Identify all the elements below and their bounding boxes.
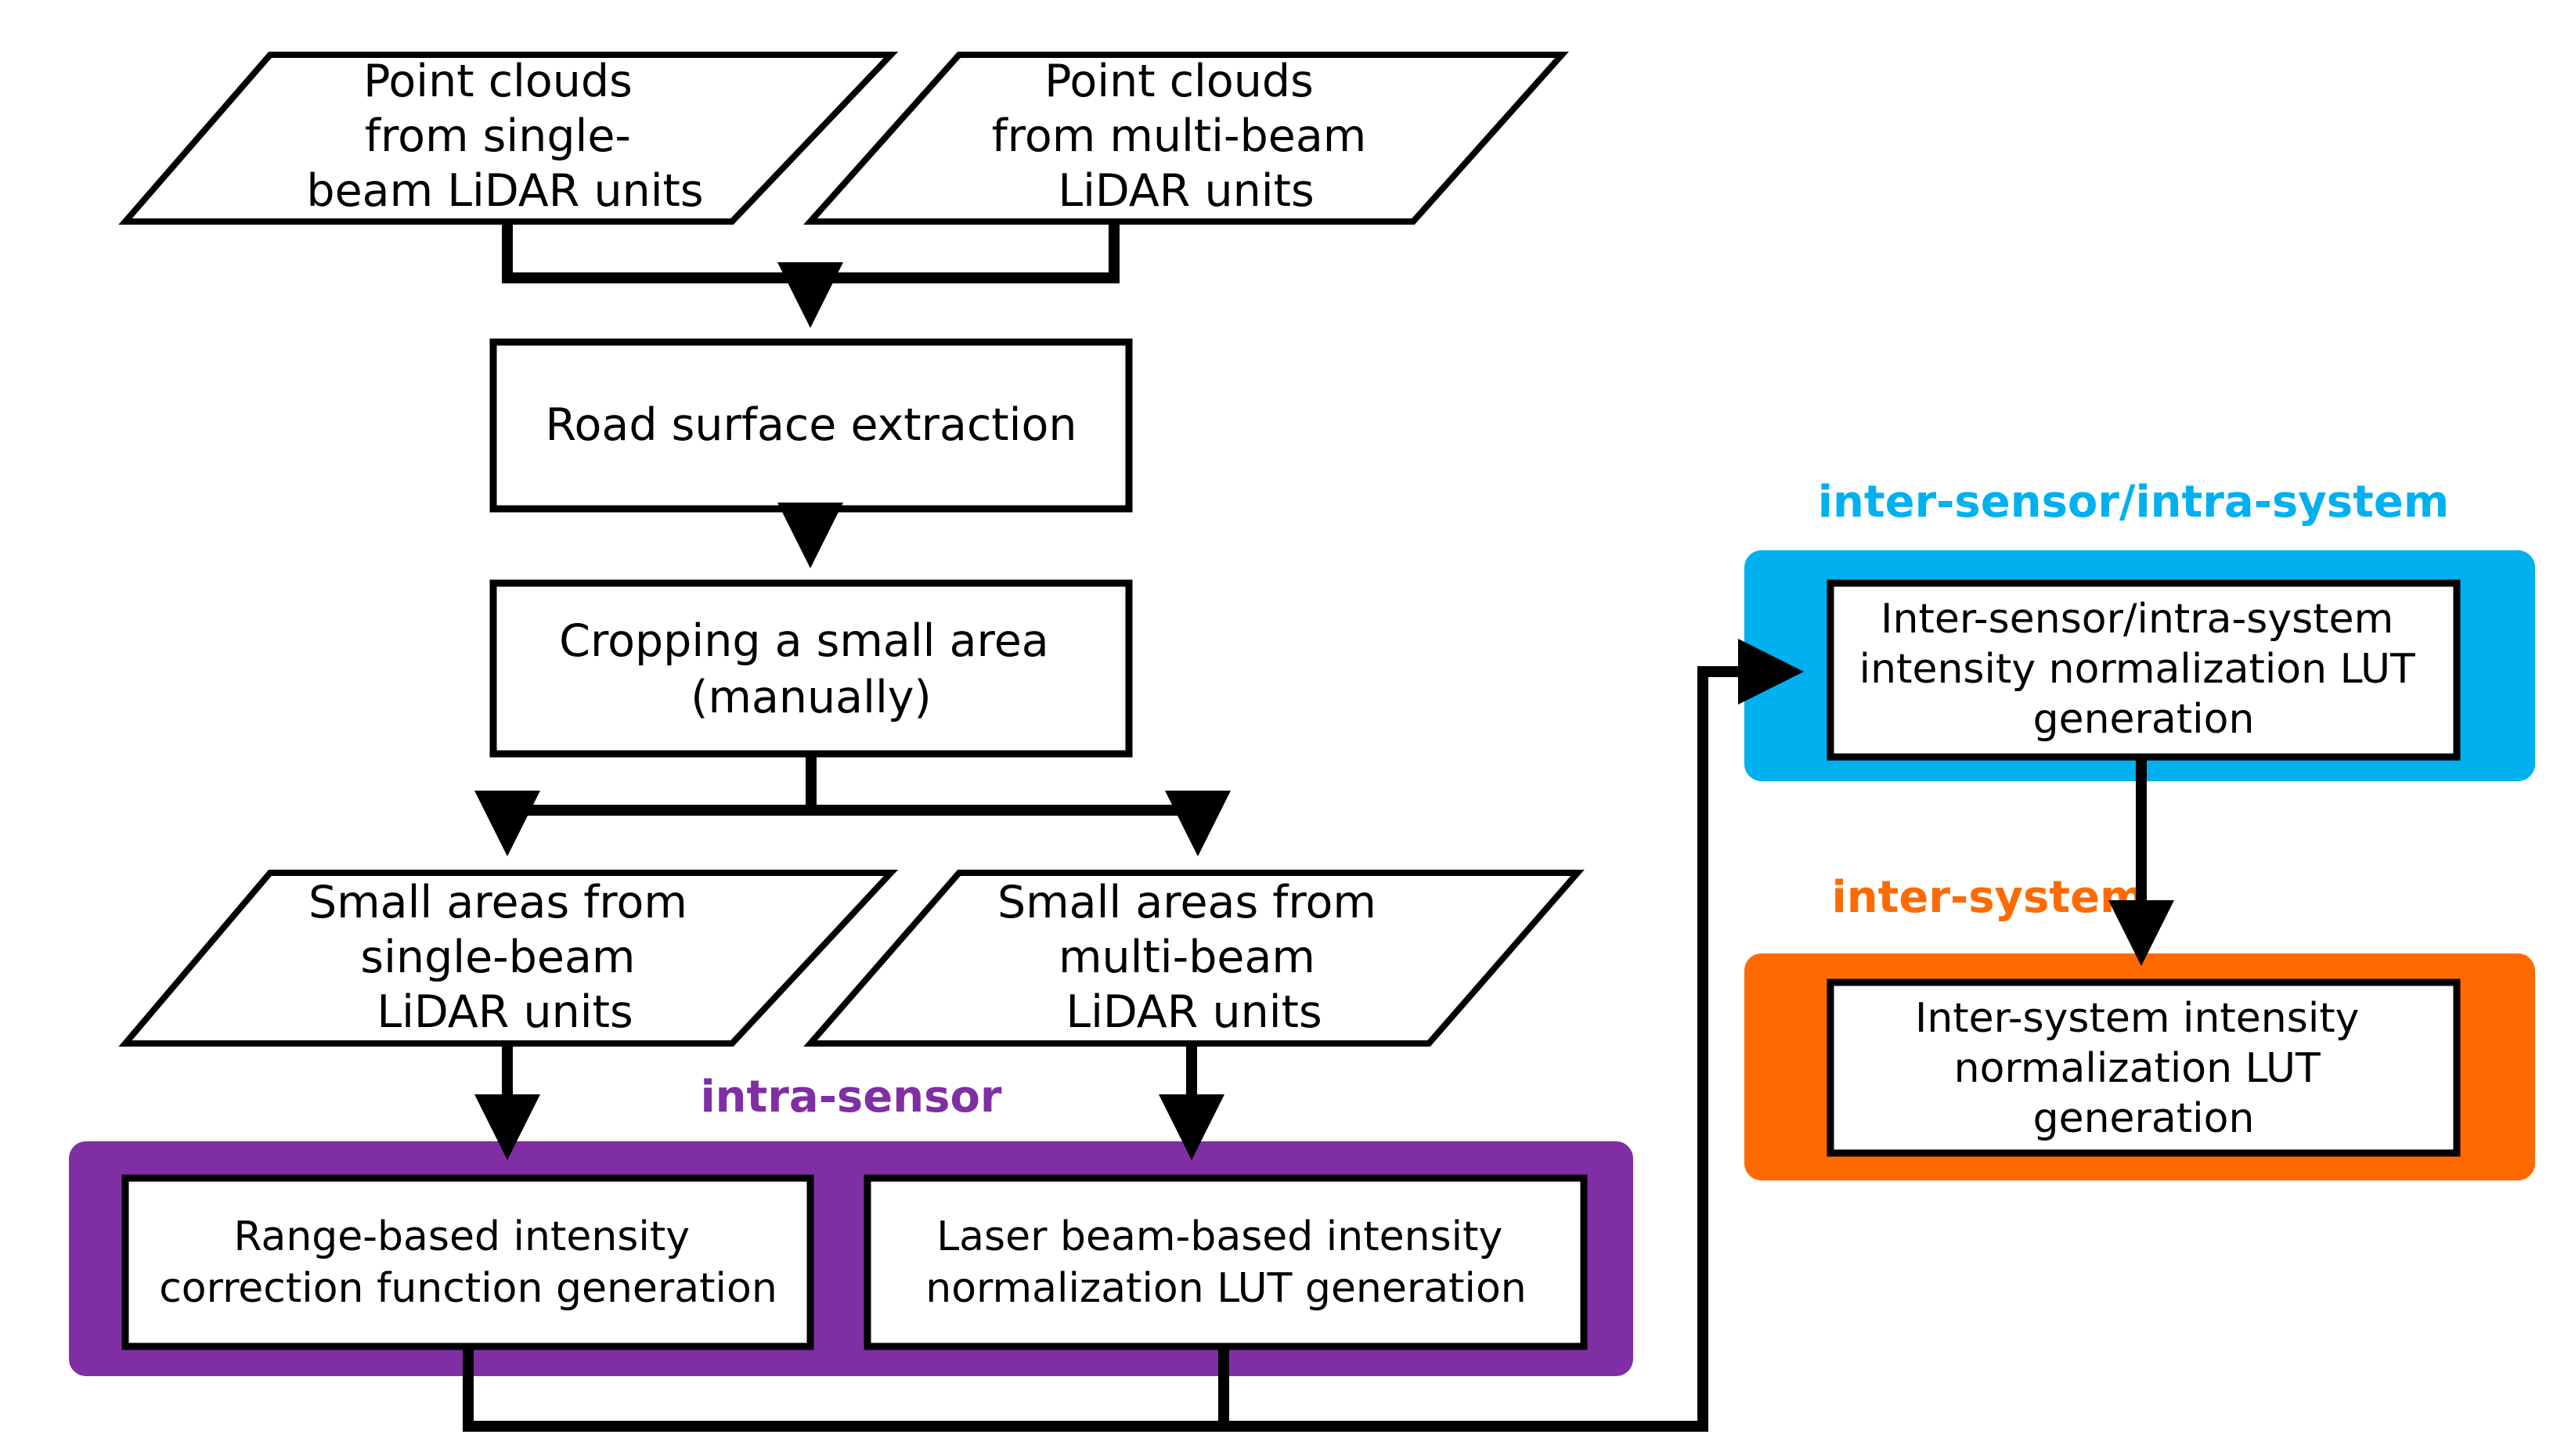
laser-box-line-2: normalization LUT generation bbox=[925, 1265, 1526, 1312]
inter-sensor-box-line-3: generation bbox=[2033, 696, 2255, 743]
small-area-multi-line-1: Small areas from bbox=[997, 877, 1376, 928]
cropping-line-2: (manually) bbox=[691, 672, 932, 723]
input-single-beam-parallelogram bbox=[118, 52, 899, 225]
svg-text:Small areas from single-be: Small areas from single-beam LiDAR units bbox=[308, 877, 701, 1038]
small-area-single-line-3: LiDAR units bbox=[377, 986, 633, 1038]
inter-system-box-line-3: generation bbox=[2033, 1095, 2255, 1142]
small-area-multi-line-2: multi-beam bbox=[1059, 932, 1315, 983]
input-multi-beam-parallelogram bbox=[803, 52, 1569, 225]
input-multi-beam-line-2: from multi-beam bbox=[992, 110, 1367, 162]
small-area-single-parallelogram bbox=[118, 870, 899, 1047]
input-single-beam-line-2: from single- bbox=[365, 110, 631, 162]
inter-sensor-box-line-1: Inter-sensor/intra-system bbox=[1881, 596, 2393, 643]
road-surface-extraction-label: Road surface extraction bbox=[546, 399, 1077, 451]
small-area-single-line-2: single-beam bbox=[360, 932, 635, 983]
svg-text:Cropping a small area (man: Cropping a small area (manually) bbox=[559, 615, 1063, 723]
svg-text:Inter-system intensity nor: Inter-system intensity normalization LUT… bbox=[1915, 995, 2372, 1142]
svg-text:Laser beam-based intensity: Laser beam-based intensity normalization… bbox=[925, 1213, 1526, 1312]
merge-inputs-connector bbox=[502, 222, 1120, 283]
inter-sensor-box-line-2: intensity normalization LUT bbox=[1859, 646, 2415, 693]
svg-text:Inter-sensor/intra-system: Inter-sensor/intra-system intensity norm… bbox=[1859, 596, 2429, 743]
inter-system-box-line-2: normalization LUT bbox=[1954, 1045, 2321, 1092]
range-based-correction-box bbox=[121, 1174, 814, 1350]
cropping-box bbox=[489, 579, 1133, 758]
inter-system-normalization-box bbox=[1827, 978, 2461, 1157]
small-area-multi-line-3: LiDAR units bbox=[1066, 986, 1322, 1038]
small-area-multi-parallelogram bbox=[803, 870, 1585, 1047]
small-area-single-line-1: Small areas from bbox=[308, 877, 687, 928]
svg-text:Point clouds from multi-be: Point clouds from multi-beam LiDAR units bbox=[992, 56, 1381, 217]
input-single-beam-line-3: beam LiDAR units bbox=[306, 165, 703, 217]
input-single-beam-line-1: Point clouds bbox=[363, 56, 633, 107]
laser-box-line-1: Laser beam-based intensity bbox=[936, 1213, 1502, 1260]
range-box-line-1: Range-based intensity bbox=[233, 1213, 690, 1260]
svg-text:Small areas from multi-bea: Small areas from multi-beam LiDAR units bbox=[997, 877, 1390, 1038]
bottom-merge-connector bbox=[463, 666, 1793, 1432]
cropping-line-1: Cropping a small area bbox=[559, 615, 1049, 667]
split-cropping-connector bbox=[507, 754, 1198, 816]
input-multi-beam-line-3: LiDAR units bbox=[1058, 165, 1314, 217]
svg-text:Point clouds from single-: Point clouds from single- beam LiDAR uni… bbox=[306, 56, 703, 217]
inter-sensor-normalization-box bbox=[1827, 579, 2461, 761]
inter-system-box-line-1: Inter-system intensity bbox=[1915, 995, 2359, 1042]
inter-sensor-group-label: inter-sensor/intra-system bbox=[1818, 477, 2449, 528]
input-multi-beam-line-1: Point clouds bbox=[1044, 56, 1314, 107]
intra-sensor-group-label: intra-sensor bbox=[700, 1072, 1001, 1123]
svg-text:Range-based intensity corr: Range-based intensity correction functio… bbox=[159, 1213, 777, 1312]
range-box-line-2: correction function generation bbox=[159, 1265, 777, 1312]
inter-system-group-label: inter-system bbox=[1832, 872, 2146, 923]
laser-beam-normalization-box bbox=[864, 1174, 1588, 1350]
